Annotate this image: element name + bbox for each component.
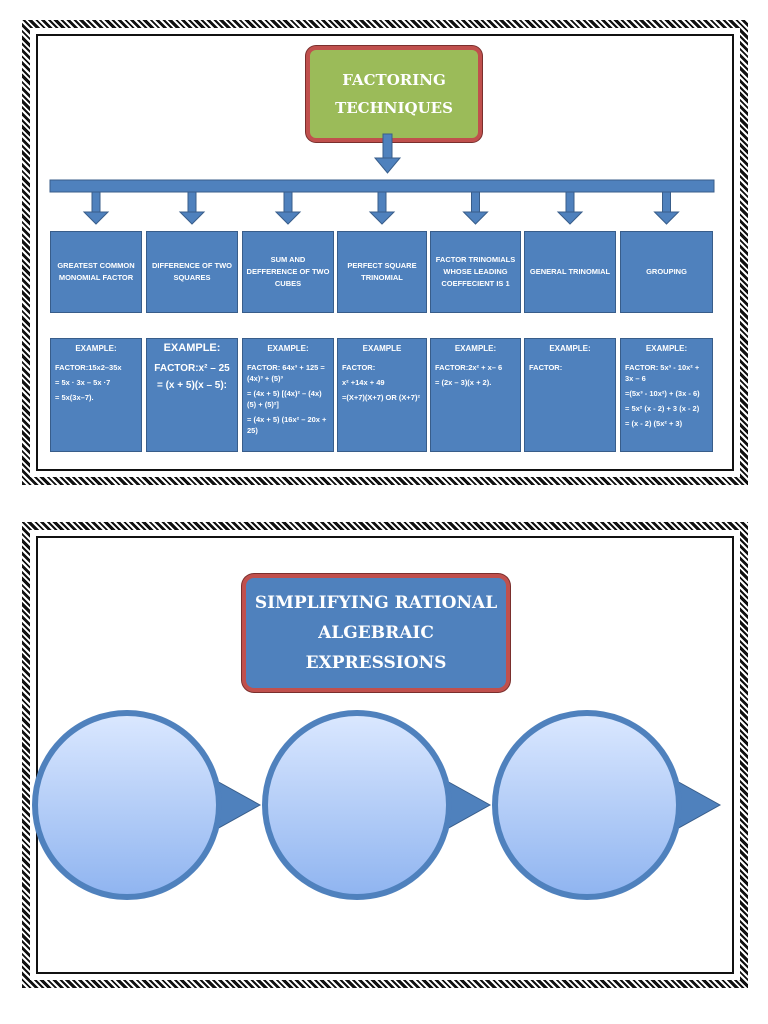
title-line-2: TECHNIQUES: [335, 99, 453, 117]
category-down-arrow: [462, 191, 489, 225]
step-3-circle: [492, 710, 682, 900]
example-line: = (4x + 5) (16x² – 20x + 25): [247, 415, 327, 435]
technique-example-box: EXAMPLE: FACTOR: 5x³ - 10x² + 3x – 6 =(5x³…: [620, 338, 713, 452]
example-line: =(5x³ - 10x²) + (3x - 6): [625, 389, 700, 398]
example-heading: EXAMPLE:: [267, 344, 309, 353]
example-line: = 5x · 3x – 5x ·7: [55, 378, 111, 387]
title-line-1: SIMPLIFYING RATIONAL: [254, 593, 498, 613]
process-step-3: [492, 710, 722, 900]
example-line: FACTOR:: [529, 363, 563, 372]
example-line: = (2x – 3)(x + 2).: [435, 378, 492, 387]
category-down-arrow: [653, 191, 680, 225]
technique-category-box: GENERAL TRINOMIAL: [524, 231, 616, 313]
example-line: FACTOR:x² – 25: [154, 363, 230, 374]
technique-example-box: EXAMPLE: FACTOR: 64x³ + 125 = (4x)³ + (5)…: [242, 338, 334, 452]
technique-example-box: EXAMPLE: FACTOR:2x² + x– 6 = (2x – 3)(x + …: [430, 338, 521, 452]
process-step-2: [262, 710, 492, 900]
example-line: = 5x² (x - 2) + 3 (x - 2): [625, 404, 700, 413]
example-line: FACTOR: 64x³ + 125 = (4x)³ + (5)³: [247, 363, 325, 383]
example-line: FACTOR: 5x³ - 10x² + 3x – 6: [625, 363, 700, 383]
example-line: FACTOR:: [342, 363, 376, 372]
category-down-arrow: [556, 191, 584, 225]
technique-category-box: FACTOR TRINOMIALS WHOSE LEADING COEFFECI…: [430, 231, 521, 313]
technique-category-box: GREATEST COMMON MONOMIAL FACTOR: [50, 231, 142, 313]
factoring-techniques-title: FACTORING TECHNIQUES: [306, 46, 482, 142]
panel-inner-border: [36, 34, 734, 471]
example-heading: EXAMPLE:: [75, 344, 117, 353]
horizontal-connector-bar: [49, 179, 715, 193]
technique-example-box: EXAMPLE: FACTOR:x² – 25 = (x + 5)(x – 5):: [146, 338, 238, 452]
category-down-arrow: [368, 191, 396, 225]
technique-category-box: DIFFERENCE OF TWO SQUARES: [146, 231, 238, 313]
example-line: FACTOR:2x² + x– 6: [435, 363, 503, 372]
technique-category-box: SUM AND DEFFERENCE OF TWO CUBES: [242, 231, 334, 313]
connector-arrows: [49, 133, 715, 225]
simplifying-rational-title: SIMPLIFYING RATIONAL ALGEBRAIC EXPRESSIO…: [242, 574, 510, 692]
example-heading: EXAMPLE: [362, 344, 402, 353]
step-2-circle: [262, 710, 452, 900]
factoring-techniques-panel: FACTORING TECHNIQUES GREATEST COMMON MON…: [22, 20, 748, 485]
technique-category-box: GROUPING: [620, 231, 713, 313]
title-line-3: EXPRESSIONS: [305, 653, 447, 673]
example-heading: EXAMPLE:: [454, 344, 497, 353]
simplifying-rational-panel: SIMPLIFYING RATIONAL ALGEBRAIC EXPRESSIO…: [22, 522, 748, 988]
example-line: FACTOR:15x2–35x: [55, 363, 122, 372]
step-1-circle: [32, 710, 222, 900]
example-line: x² +14x + 49: [342, 378, 385, 387]
technique-category-box: PERFECT SQUARE TRINOMIAL: [337, 231, 427, 313]
category-down-arrow: [274, 191, 302, 225]
example-line: =(X+7)(X+7) OR (X+7)²: [342, 393, 420, 402]
example-line: = (x - 2) (5x² + 3): [625, 419, 683, 428]
process-step-1: [32, 710, 262, 900]
example-line: = 5x(3x–7).: [55, 393, 94, 402]
technique-example-box: EXAMPLE: FACTOR:15x2–35x = 5x · 3x – 5x ·7…: [50, 338, 142, 452]
technique-example-box: EXAMPLE FACTOR: x² +14x + 49 =(X+7)(X+7) OR…: [337, 338, 427, 452]
title-down-arrow: [373, 133, 402, 174]
example-line: = (4x + 5) [(4x)² – (4x)(5) + (5)²]: [247, 389, 322, 409]
example-line: = (x + 5)(x – 5):: [156, 380, 228, 391]
example-heading: EXAMPLE:: [645, 344, 688, 353]
title-line-1: FACTORING: [342, 71, 446, 89]
panel-inner-border: [36, 536, 734, 974]
category-down-arrow: [82, 191, 110, 225]
title-line-2: ALGEBRAIC: [318, 623, 434, 643]
example-heading: EXAMPLE:: [163, 342, 221, 354]
category-down-arrow: [178, 191, 206, 225]
example-heading: EXAMPLE:: [549, 344, 591, 353]
process-circles: [32, 710, 722, 900]
technique-example-box: EXAMPLE: FACTOR:: [524, 338, 616, 452]
